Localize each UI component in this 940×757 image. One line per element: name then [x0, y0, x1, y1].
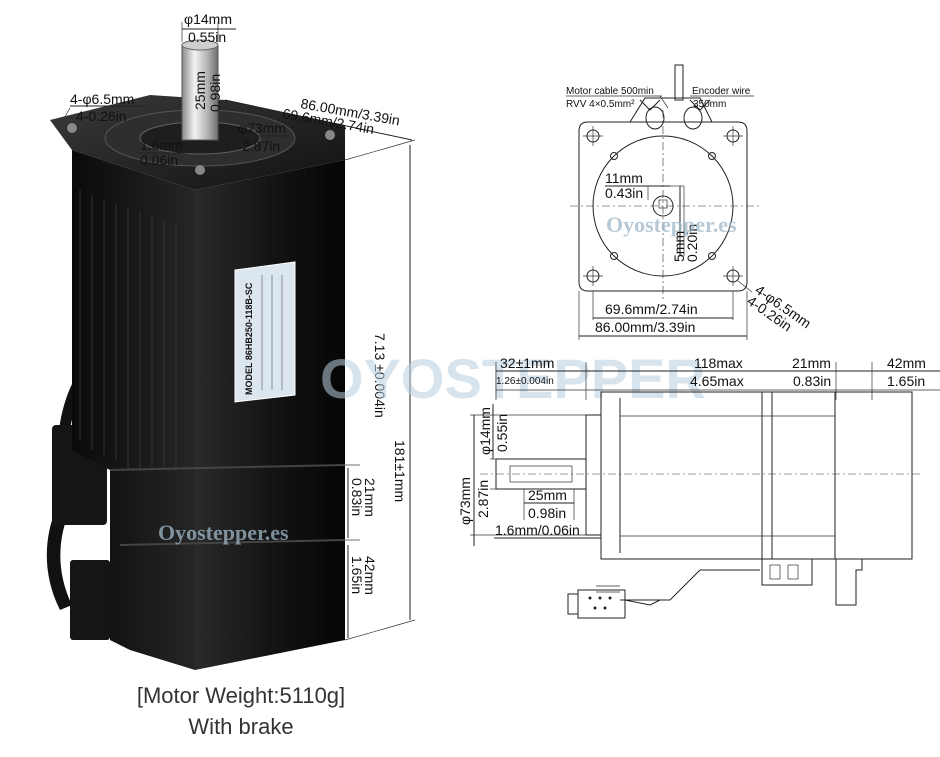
front-key-mm: 11mm [605, 170, 643, 186]
cable [46, 500, 72, 610]
side-view-drawing: 32±1mm 1.26±0.004in 118max 4.65max 21mm … [457, 355, 940, 619]
big-watermark: OYOSTEPPER [320, 347, 706, 410]
side-key-in: 0.98in [528, 505, 566, 521]
photo-shaft-dia-mm: φ14mm [184, 11, 232, 27]
side-d2-mm: 118max [694, 355, 743, 371]
side-brake-section [834, 391, 913, 560]
side-pilot-in: 2.87in [475, 480, 491, 518]
photo-shaft-len-mm: 25mm [192, 71, 208, 110]
photo-holes-mm: 4-φ6.5mm [70, 91, 134, 107]
motor-body-front [195, 160, 345, 670]
photo-pilot-in: 2.87in [242, 138, 280, 154]
side-d1-mm: 32±1mm [500, 355, 554, 371]
photo-enc-in: 0.83in [349, 478, 365, 516]
front-flat-in: 0.20in [684, 224, 700, 262]
photo-shaft-len-in: 0.98in [207, 74, 223, 112]
front-key-in: 0.43in [605, 185, 643, 201]
photo-pilot-mm: φ73mm [238, 120, 286, 136]
photo-holes-in: 4-0.26in [76, 108, 127, 124]
caption-brake: With brake [188, 714, 293, 739]
front-view-drawing: Motor cable 500min RVV 4×0.5mm² Encoder … [566, 64, 814, 340]
side-shaft-in: 0.55in [494, 414, 510, 452]
photo-total-in: 7.13 ±0.004in [372, 333, 388, 418]
side-db-connector [577, 589, 626, 619]
side-step: 1.6mm/0.06in [495, 522, 580, 538]
side-d2-in: 4.65max [690, 373, 744, 389]
side-shaft-mm: φ14mm [477, 407, 493, 455]
photo-total-mm: 181±1mm [392, 440, 408, 502]
side-d1-in: 1.26±0.004in [496, 376, 554, 387]
motor-shaft [181, 44, 219, 141]
photo-step-mm: 1.6mm [140, 137, 183, 153]
photo-shaft-dia-in: 0.55in [188, 29, 226, 45]
motor-label: MODEL 86HB250-118B-SC [234, 261, 296, 403]
front-mount-holes [583, 126, 743, 286]
motor-photo: MODEL 86HB250-118B-SC Oyostepper.es [46, 39, 346, 670]
side-key-mm: 25mm [528, 487, 567, 503]
photo-watermark: Oyostepper.es [158, 520, 289, 545]
front-motor-cable: Motor cable 500min [566, 86, 654, 97]
side-d4-mm: 42mm [887, 355, 926, 371]
label-model: MODEL 86HB250-118B-SC [244, 282, 254, 395]
caption-weight: [Motor Weight:5110g] [137, 683, 345, 708]
photo-brake-mm: 42mm [362, 556, 378, 595]
front-flange [578, 121, 748, 292]
side-motor-body [600, 391, 836, 560]
front-flange-dim: 86.00mm/3.39in [595, 319, 695, 335]
connector-block [70, 560, 110, 640]
photo-dimensions: φ14mm 0.55in 25mm 0.98in 4-φ6.5mm 4-0.26… [59, 11, 416, 641]
front-flat-mm: 5mm [671, 231, 687, 262]
side-d3-in: 0.83in [793, 373, 831, 389]
front-rvv: RVV 4×0.5mm² [566, 99, 635, 110]
front-encoder-len: 350mm [693, 99, 726, 110]
side-pilot-mm: φ73mm [457, 477, 473, 525]
front-encoder-wire: Encoder wire [692, 86, 751, 97]
photo-brake-in: 1.65in [349, 556, 365, 594]
side-d4-in: 1.65in [887, 373, 925, 389]
photo-enc-mm: 21mm [362, 478, 378, 517]
front-watermark: Oyostepper.es [606, 212, 737, 237]
front-bolt-dim: 69.6mm/2.74in [605, 301, 698, 317]
photo-step-in: 0.06in [140, 152, 178, 168]
side-d3-mm: 21mm [792, 355, 831, 371]
